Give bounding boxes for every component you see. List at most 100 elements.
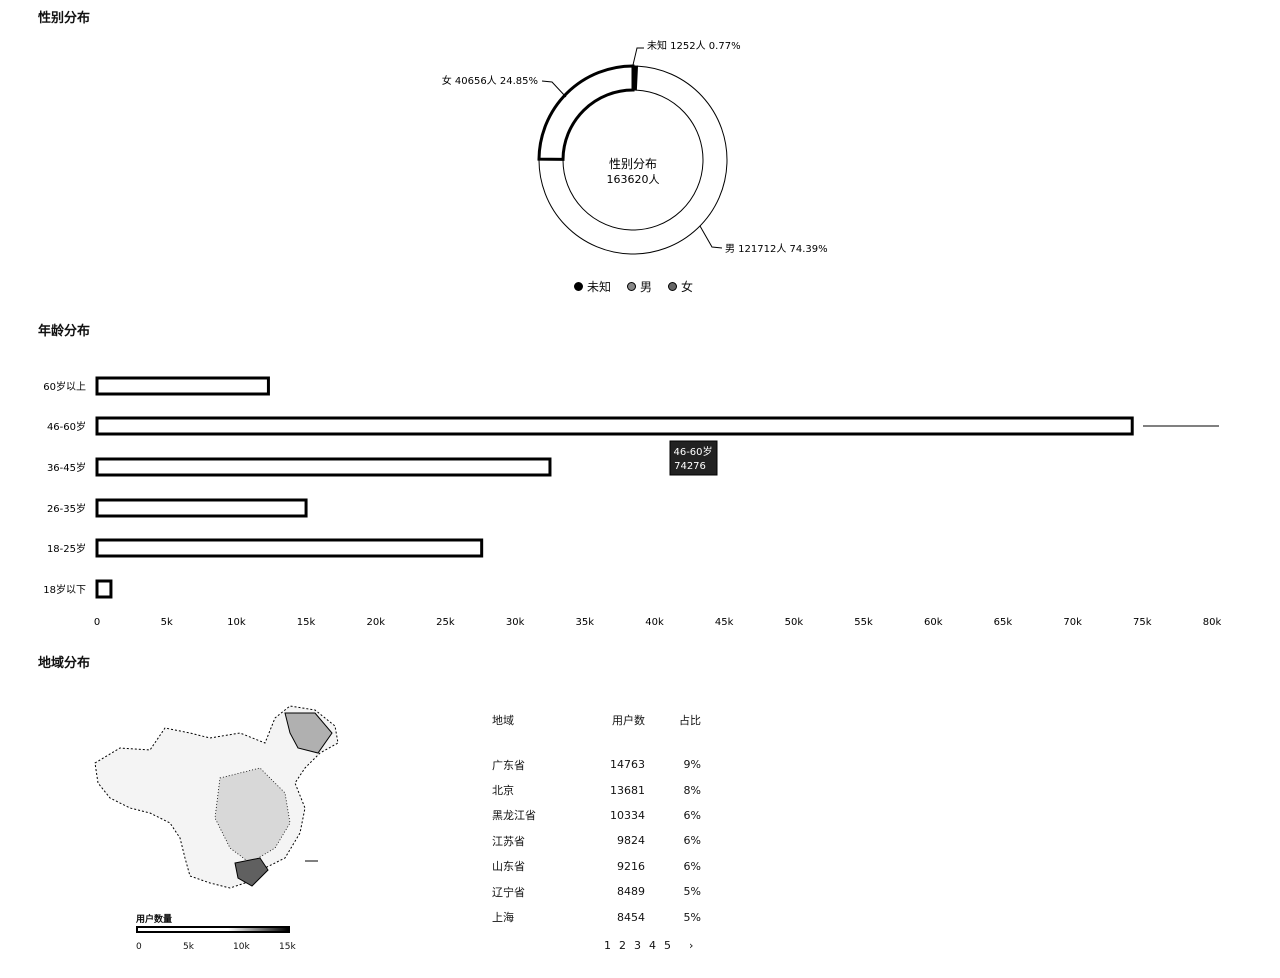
- label-male: 男 121712人 74.39%: [725, 243, 828, 255]
- age-bar[interactable]: [95, 538, 484, 558]
- page-5-button[interactable]: 5: [664, 939, 671, 952]
- map-legend-tick: 0: [136, 942, 142, 952]
- cell-users: 10334: [610, 808, 645, 822]
- page-2-button[interactable]: 2: [619, 939, 626, 952]
- label-unknown: 未知 1252人 0.77%: [647, 39, 741, 52]
- x-tick-label: 0: [94, 617, 100, 628]
- cell-share: 6%: [683, 834, 701, 848]
- map-legend-tick: 10k: [233, 942, 250, 952]
- table-row: 上海 8454 5%: [492, 904, 701, 929]
- cell-share: 6%: [683, 808, 701, 822]
- x-tick-label: 5k: [161, 617, 173, 628]
- age-bar[interactable]: [95, 416, 1134, 436]
- legend-marker-unknown: [574, 282, 583, 291]
- x-tick-label: 30k: [506, 617, 525, 628]
- label-female: 女 40656人 24.85%: [442, 74, 538, 87]
- page-1-button[interactable]: 1: [604, 939, 611, 952]
- cell-region: 上海: [492, 911, 514, 925]
- age-bar[interactable]: [95, 579, 113, 599]
- x-tick-label: 50k: [785, 617, 804, 628]
- gender-section-title: 性别分布: [38, 11, 91, 26]
- label-line-unknown: [632, 47, 644, 66]
- header-users[interactable]: 用户数: [612, 714, 645, 727]
- x-tick-label: 60k: [924, 617, 943, 628]
- cell-region: 北京: [492, 784, 514, 798]
- table-row: 辽宁省 8489 5%: [492, 879, 701, 904]
- map-legend-gradient[interactable]: [136, 926, 290, 933]
- age-bar[interactable]: [95, 457, 552, 477]
- x-tick-label: 35k: [576, 617, 595, 628]
- tooltip-value: 74276: [674, 461, 706, 472]
- table-row: 北京 13681 8%: [492, 777, 701, 802]
- cell-share: 5%: [683, 910, 701, 924]
- table-row: 黑龙江省 10334 6%: [492, 803, 701, 828]
- page-4-button[interactable]: 4: [649, 939, 656, 952]
- age-category-label: 18岁以下: [43, 583, 86, 596]
- legend-marker-male: [627, 282, 637, 291]
- region-section-title: 地域分布: [38, 656, 91, 671]
- header-share[interactable]: 占比: [679, 714, 701, 727]
- legend-label-male: 男: [640, 280, 653, 294]
- table-header-row: 地域 用户数 占比: [492, 712, 701, 752]
- x-tick-label: 15k: [297, 617, 316, 628]
- china-map-south-region: [234, 857, 269, 887]
- x-tick-label: 80k: [1203, 617, 1222, 628]
- legend-item-female[interactable]: 女: [668, 278, 693, 295]
- legend-item-male[interactable]: 男: [627, 278, 652, 295]
- age-category-label: 18-25岁: [47, 542, 86, 555]
- age-bar-chart: 18岁以下 18-25岁 26-35岁 36-45岁 46-60岁 60岁以上 0 5k 10…: [43, 376, 1222, 628]
- cell-users: 14763: [610, 758, 645, 772]
- age-section-title: 年龄分布: [38, 324, 91, 339]
- bar-tooltip: 46-60岁 74276: [669, 440, 718, 476]
- age-bar[interactable]: [95, 498, 308, 518]
- tooltip-label: 46-60岁: [673, 445, 712, 458]
- cell-share: 8%: [683, 783, 701, 797]
- map-legend-tick: 5k: [183, 942, 194, 952]
- gender-donut-chart: 性别分布 163620人 未知 1252人 0.77% 女 40656人 24.…: [442, 39, 828, 255]
- x-tick-label: 75k: [1133, 617, 1152, 628]
- page-3-button[interactable]: 3: [634, 939, 641, 952]
- cell-users: 9216: [617, 859, 645, 873]
- x-tick-label: 25k: [436, 617, 455, 628]
- age-bar[interactable]: [95, 376, 270, 396]
- map-legend-title: 用户数量: [136, 915, 173, 925]
- age-category-label: 26-35岁: [47, 502, 86, 515]
- x-tick-label: 10k: [227, 617, 246, 628]
- legend-label-unknown: 未知: [587, 280, 612, 294]
- x-tick-label: 40k: [645, 617, 664, 628]
- cell-region: 黑龙江省: [492, 809, 536, 823]
- china-map[interactable]: [80, 698, 440, 908]
- cell-users: 8454: [617, 910, 645, 924]
- x-tick-label: 70k: [1063, 617, 1082, 628]
- donut-center-total: 163620人: [607, 173, 660, 186]
- cell-users: 13681: [610, 783, 645, 797]
- donut-slice-female[interactable]: [537, 64, 635, 161]
- cell-region: 广东省: [492, 758, 525, 772]
- cell-region: 江苏省: [492, 834, 525, 848]
- legend-item-unknown[interactable]: 未知: [574, 278, 611, 295]
- label-line-male: [699, 225, 723, 249]
- age-category-label: 36-45岁: [47, 461, 86, 474]
- cell-region: 山东省: [492, 860, 525, 874]
- legend-marker-female: [668, 282, 678, 291]
- x-tick-label: 55k: [854, 617, 873, 628]
- age-category-label: 60岁以上: [43, 380, 86, 393]
- china-map-east-region: [214, 767, 291, 864]
- x-tick-label: 65k: [994, 617, 1013, 628]
- legend-label-female: 女: [681, 280, 694, 294]
- header-region[interactable]: 地域: [492, 714, 514, 727]
- cell-users: 8489: [617, 885, 645, 899]
- cell-share: 6%: [683, 859, 701, 873]
- donut-center-title: 性别分布: [609, 157, 657, 171]
- cell-share: 5%: [683, 885, 701, 899]
- next-page-icon[interactable]: ›: [689, 939, 694, 952]
- table-row: 山东省 9216 6%: [492, 854, 701, 879]
- china-map-northeast-region: [284, 712, 333, 754]
- donut-slice-male[interactable]: [538, 65, 728, 255]
- label-line-female: [541, 80, 567, 98]
- x-tick-label: 20k: [366, 617, 385, 628]
- cell-region: 辽宁省: [492, 885, 525, 899]
